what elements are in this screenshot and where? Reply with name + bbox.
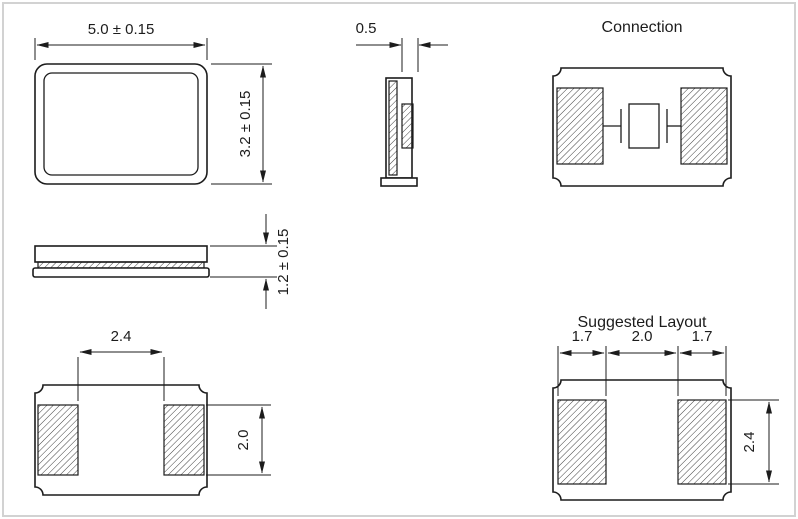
profile-body-outline xyxy=(34,245,208,263)
package-body-outline xyxy=(34,63,208,185)
bottom-pad-gap-label: 2.4 xyxy=(111,328,132,345)
profile-seal-hatched-layer xyxy=(37,261,205,269)
top-view-width-label: 5.0 ± 0.15 xyxy=(88,21,155,38)
layout-left-pad-width-label: 1.7 xyxy=(572,328,593,345)
layout-pad-gap-label: 2.0 xyxy=(632,328,653,345)
bottom-pad-gap-dimension: 2.4 xyxy=(77,328,165,401)
profile-thickness-dimension: 1.2 ± 0.15 xyxy=(210,214,292,309)
bottom-pad-height-dimension: 2.0 xyxy=(206,404,271,476)
package-lid-outline xyxy=(43,72,199,176)
layout-pad-height-dimension: 2.4 xyxy=(728,399,779,485)
profile-thickness-label: 1.2 ± 0.15 xyxy=(275,229,292,296)
layout-horizontal-dimensions: 1.7 2.0 1.7 xyxy=(557,328,727,396)
side-view-width-dimension: 0.5 xyxy=(356,20,448,72)
top-view-height-label: 3.2 ± 0.15 xyxy=(237,91,254,158)
suggested-layout-title: Suggested Layout xyxy=(578,314,708,331)
top-view-width-dimension: 5.0 ± 0.15 xyxy=(34,21,208,60)
side-base-outline xyxy=(380,177,418,187)
connection-view: Connection xyxy=(552,19,732,187)
connection-title: Connection xyxy=(602,19,683,36)
top-view-height-dimension: 3.2 ± 0.15 xyxy=(211,63,272,185)
side-view: 0.5 xyxy=(356,20,448,187)
profile-base-outline xyxy=(32,267,210,278)
side-crystal-hatched-section xyxy=(401,103,414,149)
side-view-width-label: 0.5 xyxy=(356,20,377,37)
bottom-pad-height-label: 2.0 xyxy=(235,430,252,451)
bottom-view: 2.4 2.0 xyxy=(34,328,271,496)
layout-pad-height-label: 2.4 xyxy=(741,432,758,453)
layout-right-pad-width-label: 1.7 xyxy=(692,328,713,345)
layout-left-pad xyxy=(557,399,607,485)
profile-view: 1.2 ± 0.15 xyxy=(32,214,292,309)
side-wall-hatched-section xyxy=(388,80,398,176)
connection-left-pad xyxy=(556,87,604,165)
layout-right-pad xyxy=(677,399,727,485)
suggested-layout-view: Suggested Layout 1.7 2.0 1.7 2.4 xyxy=(552,314,779,501)
bottom-right-pad xyxy=(163,404,205,476)
top-view: 5.0 ± 0.15 3.2 ± 0.15 xyxy=(34,21,272,185)
connection-right-pad xyxy=(680,87,728,165)
bottom-left-pad xyxy=(37,404,79,476)
crystal-element-symbol xyxy=(628,103,660,149)
